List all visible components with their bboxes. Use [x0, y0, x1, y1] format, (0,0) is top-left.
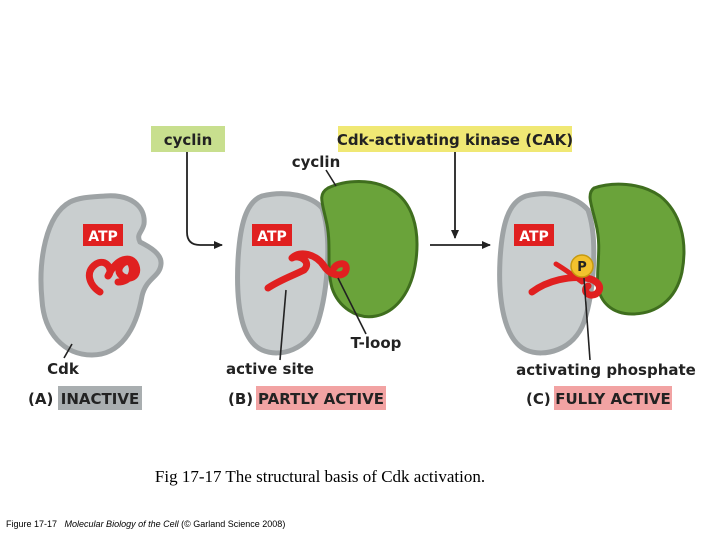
cak-box-bg — [338, 126, 572, 152]
state-label-a: (A) INACTIVE — [28, 386, 142, 410]
state-label-c: (C) FULLY ACTIVE — [526, 386, 672, 410]
figure-caption: Fig 17-17 The structural basis of Cdk ac… — [154, 467, 486, 486]
cak-box-label: Cdk-activating kinase (CAK) — [337, 131, 573, 149]
atp-badge-c — [514, 224, 554, 246]
t-loop-annotation: T-loop — [351, 334, 402, 352]
credit-figure-number: Figure 17-17 — [6, 519, 58, 529]
cyclin-box-bg — [151, 126, 225, 152]
panel-letter-c: (C) — [526, 390, 551, 408]
state-text-c: FULLY ACTIVE — [555, 390, 671, 408]
figure-credit: Figure 17-17 Molecular Biology of the Ce… — [6, 519, 285, 529]
phosphate-label: P — [577, 260, 587, 275]
state-badge-b — [256, 386, 386, 410]
t-loop-b — [264, 250, 350, 292]
cdk-annotation: Cdk — [47, 360, 80, 378]
cdk-a-shape — [38, 193, 164, 358]
t-loop-leader-line — [337, 277, 367, 335]
active-site-annotation: active site — [226, 360, 314, 378]
t-loop-c-tail — [553, 261, 585, 285]
cyclin-box-label: cyclin — [164, 131, 213, 149]
t-loop-a — [85, 255, 141, 296]
phosphate-leader-line — [583, 277, 591, 361]
state-badge-c — [554, 386, 672, 410]
state-text-a: INACTIVE — [61, 390, 139, 408]
t-loop-c — [528, 274, 604, 299]
cdk-leader-line — [63, 343, 73, 359]
cyclin-annotation: cyclin — [292, 153, 341, 171]
credit-book-title: Molecular Biology of the Cell — [64, 519, 179, 529]
credit-publisher: (© Garland Science 2008) — [181, 519, 286, 529]
cyclin-arrow — [186, 152, 223, 249]
panel-a-inactive-cdk: ATP — [38, 193, 164, 358]
cyclin-leader-line — [325, 169, 337, 187]
panel-b-cdk-cyclin: ATP — [235, 180, 419, 356]
panel-letter-b: (B) — [228, 390, 253, 408]
state-badge-a — [58, 386, 142, 410]
cyclin-c-shape — [588, 182, 686, 316]
cyclin-label-box: cyclin — [151, 126, 225, 152]
state-label-b: (B) PARTLY ACTIVE — [228, 386, 386, 410]
panel-c-cdk-cyclin: ATP P — [497, 182, 686, 356]
cyclin-b-shape — [320, 180, 419, 319]
state-text-b: PARTLY ACTIVE — [258, 390, 384, 408]
atp-label-a: ATP — [88, 229, 118, 245]
atp-label-c: ATP — [519, 229, 549, 245]
atp-badge-a — [83, 224, 123, 246]
atp-badge-b — [252, 224, 292, 246]
phosphate-circle — [570, 254, 594, 278]
cak-label-box: Cdk-activating kinase (CAK) — [337, 126, 573, 152]
active-site-leader-line — [279, 289, 287, 361]
panel-letter-a: (A) — [28, 390, 53, 408]
atp-label-b: ATP — [257, 229, 287, 245]
activating-phosphate-annotation: activating phosphate — [516, 361, 696, 379]
